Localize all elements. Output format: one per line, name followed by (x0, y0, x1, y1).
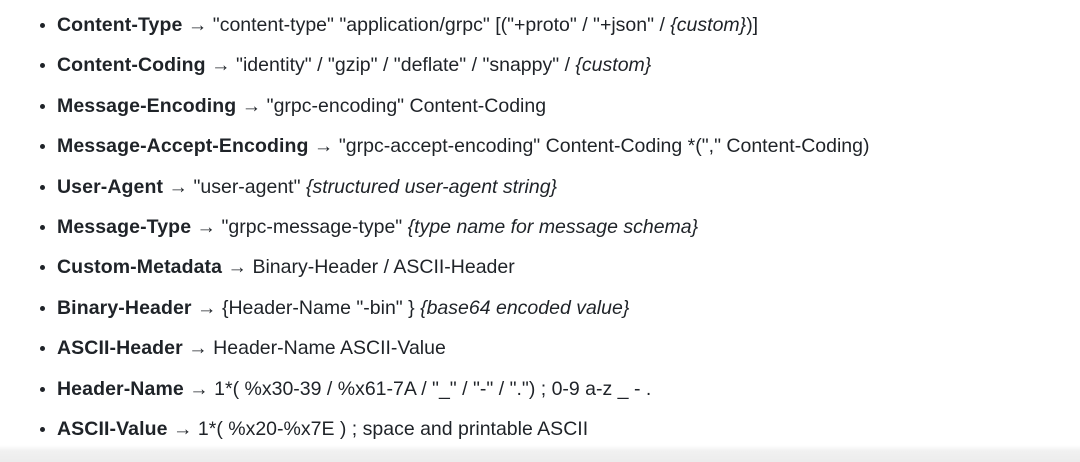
definition-part: "grpc-encoding" Content-Coding (266, 94, 547, 117)
term-label: ASCII-Value (57, 418, 168, 441)
definition-text: "content-type" "application/grpc" [("+pr… (213, 14, 758, 36)
definition-text: Binary-Header / ASCII-Header (252, 256, 514, 278)
term-label: Message-Type (57, 216, 192, 239)
definition-part: Header-Name ASCII-Value (213, 337, 446, 360)
definition-text: "grpc-accept-encoding" Content-Coding *(… (339, 135, 870, 157)
definition-item: Message-Encoding → "grpc-encoding" Conte… (57, 86, 1080, 126)
arrow-icon: → (182, 14, 213, 36)
arrow-icon: → (191, 216, 222, 239)
arrow-icon: → (308, 135, 339, 158)
definition-part: {Header-Name "-bin" } (221, 296, 421, 319)
definition-item: Binary-Header → {Header-Name "-bin" } {b… (57, 288, 1080, 328)
definition-text: 1*( %x30-39 / %x61-7A / "_" / "-" / ".")… (214, 378, 651, 400)
definition-part: "grpc-accept-encoding" Content-Coding *(… (338, 135, 870, 158)
definition-part: {custom} (575, 54, 652, 77)
definition-item: Message-Accept-Encoding → "grpc-accept-e… (57, 126, 1080, 166)
term-label: Content-Type (57, 14, 183, 36)
definition-text: "identity" / "gzip" / "deflate" / "snapp… (236, 54, 651, 76)
arrow-icon: → (222, 256, 253, 279)
definition-text: 1*( %x20-%x7E ) ; space and printable AS… (198, 418, 588, 440)
definition-text: "user-agent" {structured user-agent stri… (193, 176, 557, 198)
definition-part: 1*( %x20-%x7E ) ; space and printable AS… (197, 418, 589, 441)
term-label: Message-Accept-Encoding (57, 135, 309, 158)
definition-part: {type name for message schema} (407, 216, 699, 239)
definition-item: User-Agent → "user-agent" {structured us… (57, 167, 1080, 207)
term-label: User-Agent (57, 175, 164, 198)
term-label: Header-Name (57, 377, 184, 400)
definition-part: "grpc-message-type" (221, 216, 408, 239)
definition-item: ASCII-Value → 1*( %x20-%x7E ) ; space an… (57, 409, 1080, 449)
arrow-icon: → (167, 418, 198, 441)
definition-item: Content-Type → "content-type" "applicati… (57, 5, 1080, 45)
term-label: Content-Coding (57, 54, 206, 77)
definition-part: "user-agent" (193, 175, 306, 198)
definition-part: Binary-Header / ASCII-Header (252, 256, 515, 279)
definition-part: {structured user-agent string} (305, 175, 558, 198)
definition-text: Header-Name ASCII-Value (213, 337, 446, 359)
definition-part: {custom} (670, 14, 747, 36)
arrow-icon: → (183, 377, 215, 400)
definition-part: )] (746, 14, 759, 36)
definition-text: "grpc-encoding" Content-Coding (267, 95, 546, 117)
term-label: Custom-Metadata (57, 256, 223, 279)
arrow-icon: → (191, 296, 222, 319)
definition-item: Header-Name → 1*( %x30-39 / %x61-7A / "_… (57, 369, 1080, 409)
definition-list: Content-Type → "content-type" "applicati… (0, 0, 1080, 449)
arrow-icon: → (163, 175, 194, 198)
definition-part: "identity" / "gzip" / "deflate" / "snapp… (236, 54, 576, 77)
definition-text: {Header-Name "-bin" } {base64 encoded va… (222, 297, 629, 319)
definition-item: Custom-Metadata → Binary-Header / ASCII-… (57, 247, 1080, 287)
definition-item: Content-Coding → "identity" / "gzip" / "… (57, 45, 1080, 85)
definition-part: "content-type" "application/grpc" [("+pr… (212, 14, 671, 36)
arrow-icon: → (182, 337, 214, 360)
definition-text: "grpc-message-type" {type name for messa… (221, 216, 698, 238)
definition-item: Message-Type → "grpc-message-type" {type… (57, 207, 1080, 247)
definition-part: 1*( %x30-39 / %x61-7A / "_" / "-" / ".")… (214, 377, 652, 400)
arrow-icon: → (205, 54, 237, 77)
term-label: Binary-Header (57, 296, 192, 319)
term-label: Message-Encoding (57, 94, 237, 117)
definition-item: ASCII-Header → Header-Name ASCII-Value (57, 328, 1080, 368)
arrow-icon: → (236, 94, 267, 117)
definition-part: {base64 encoded value} (420, 296, 630, 319)
term-label: ASCII-Header (57, 337, 183, 360)
